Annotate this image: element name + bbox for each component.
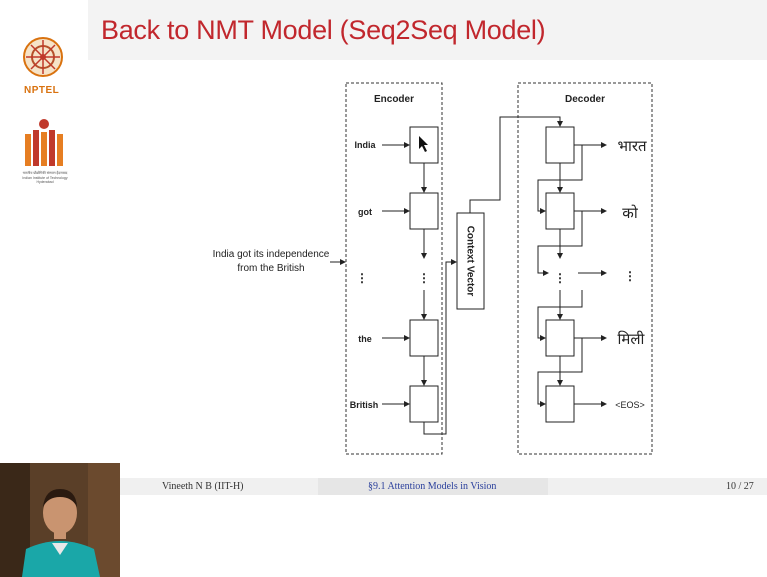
- footer-section-link[interactable]: §9.1 Attention Models in Vision: [368, 481, 496, 492]
- presenter-icon: [0, 463, 120, 577]
- encoder-input-label: ⋮: [356, 271, 368, 285]
- decoder-ellipsis: ⋮: [554, 271, 566, 285]
- encoder-cell: [410, 386, 438, 422]
- decoder-label: Decoder: [565, 94, 605, 105]
- encoder-label: Encoder: [374, 94, 414, 105]
- decoder-cell: [546, 320, 574, 356]
- encoder-input-label: got: [358, 207, 372, 217]
- decoder-output-label: मिली: [618, 330, 646, 348]
- encoder-cell: [410, 320, 438, 356]
- input-sentence-line1: India got its independence: [213, 249, 330, 260]
- encoder-ellipsis: ⋮: [418, 271, 430, 285]
- presenter-video: [0, 463, 120, 577]
- encoder-cell: [410, 193, 438, 229]
- decoder-output-label: को: [622, 204, 639, 222]
- decoder-output-label: ⋮: [624, 269, 636, 283]
- decoder-output-label: भारत: [617, 137, 647, 155]
- footer: Vineeth N B (IIT-H) §9.1 Attention Model…: [120, 478, 767, 495]
- decoder-cell: [546, 127, 574, 163]
- footer-page-number: 10 / 27: [726, 481, 754, 492]
- footer-author: Vineeth N B (IIT-H): [162, 481, 244, 492]
- input-sentence-line2: from the British: [237, 263, 304, 274]
- encoder-input-label: the: [358, 334, 372, 344]
- decoder-output-label: <EOS>: [615, 400, 645, 410]
- decoder-cell: [546, 386, 574, 422]
- decoder-cell: [546, 193, 574, 229]
- context-vector-label: Context Vector: [464, 226, 475, 297]
- encoder-input-label: British: [350, 400, 379, 410]
- encoder-input-label: India: [354, 140, 376, 150]
